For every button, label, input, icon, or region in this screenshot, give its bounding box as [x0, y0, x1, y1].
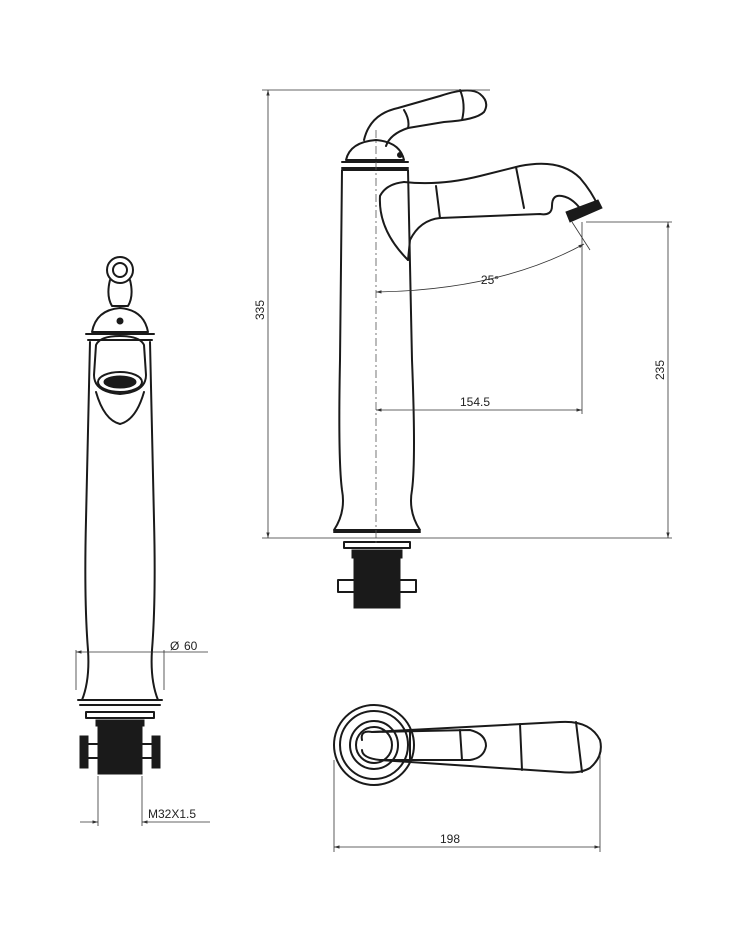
side-body: [333, 169, 421, 531]
dim-diameter-symbol: Ø: [170, 639, 179, 653]
dim-reach: 154.5: [460, 395, 490, 409]
dim-angle: 25°: [481, 273, 499, 287]
side-spout: [403, 162, 599, 261]
side-lock-nut: [337, 579, 417, 593]
front-handle-neck: [107, 279, 133, 307]
top-lever: [360, 729, 487, 761]
front-cap: [91, 307, 149, 333]
front-view: Ø 60 M32X1.5: [75, 256, 210, 826]
dim-thread: M32X1.5: [148, 807, 196, 821]
front-handle-ring: [106, 256, 134, 284]
dim-base-diameter: 60: [184, 639, 198, 653]
top-base-outer: [333, 704, 415, 786]
dim-height-total: 335: [253, 300, 267, 320]
side-view: 335 235 154.5 25°: [253, 89, 672, 609]
dim-handle-length: 198: [440, 832, 460, 846]
dim-spout-height: 235: [653, 360, 667, 380]
front-body: [81, 341, 159, 701]
top-view: 198: [333, 704, 602, 852]
front-spout-head: [93, 335, 147, 395]
front-aerator: [103, 375, 137, 389]
top-handle: [371, 720, 602, 774]
side-aerator: [565, 199, 603, 223]
side-cap: [345, 139, 405, 161]
front-thread-stem: [97, 725, 143, 775]
side-thread-stem: [353, 557, 401, 609]
side-lever-handle: [363, 89, 488, 147]
